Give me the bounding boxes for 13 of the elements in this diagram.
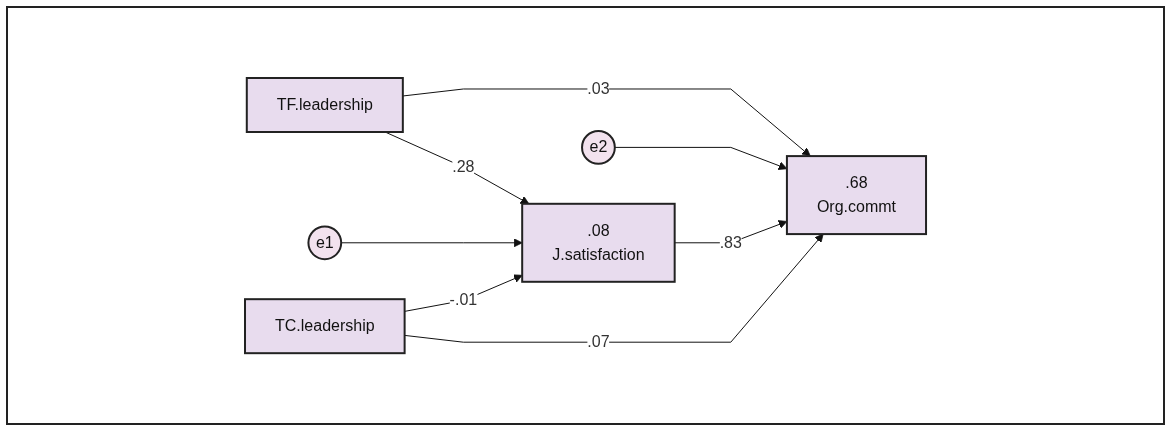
edge-label: .07	[587, 333, 610, 351]
node-box: TC.leadership	[244, 298, 406, 355]
edge-label: .03	[587, 79, 610, 97]
arrow	[384, 131, 530, 205]
node-circle: e2	[581, 129, 616, 165]
node-box: .08 J.satisfaction	[521, 202, 676, 283]
arrow	[402, 88, 811, 157]
node-box: .68 Org.commt	[785, 155, 927, 235]
edge-label: .83	[719, 233, 742, 251]
node-box: TF.leadership	[245, 76, 404, 133]
edge-label: -.01	[449, 291, 478, 309]
node-circle: e1	[307, 225, 343, 261]
edge-label: .28	[452, 158, 475, 175]
